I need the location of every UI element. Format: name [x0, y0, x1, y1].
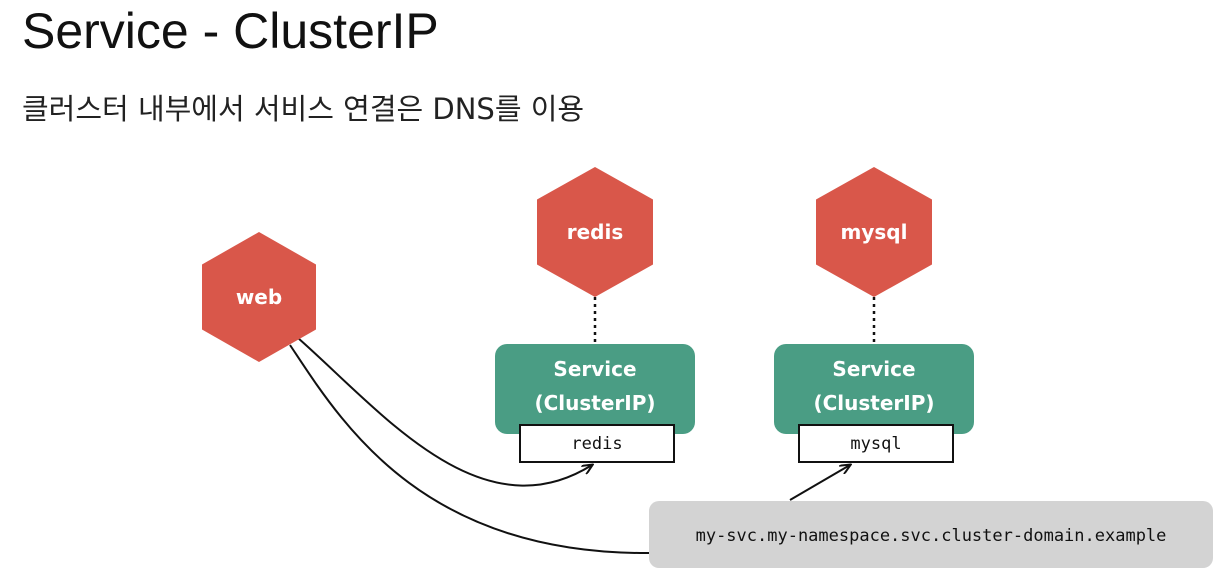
dns-name-box: my-svc.my-namespace.svc.cluster-domain.e…: [649, 501, 1213, 568]
redis-service-name-box: [519, 424, 675, 463]
redis-service-label-line2: (ClusterIP): [534, 391, 655, 415]
slide-subtitle: 클러스터 내부에서 서비스 연결은 DNS를 이용: [22, 92, 585, 126]
redis-pod-hexagon: [537, 167, 653, 297]
mysql-service-box: [774, 344, 974, 434]
dns-name: my-svc.my-namespace.svc.cluster-domain.e…: [696, 526, 1167, 546]
mysql-service-name-box: [798, 424, 954, 463]
dns-name-box-background: [649, 501, 1213, 568]
mysql-service-label-line1: Service: [832, 357, 915, 381]
mysql-pod: mysql: [816, 167, 932, 297]
redis-service-name: redis: [571, 434, 622, 454]
redis-service-box: [495, 344, 695, 434]
redis-pod-label: redis: [567, 220, 624, 244]
mysql-pod-label: mysql: [841, 220, 908, 244]
mysql-service: Service (ClusterIP) mysql: [774, 344, 974, 463]
mysql-pod-hexagon: [816, 167, 932, 297]
redis-service-label-line1: Service: [553, 357, 636, 381]
web-to-dns-connector: [289, 344, 651, 555]
redis-pod: redis: [537, 167, 653, 297]
web-pod-hexagon: [202, 232, 316, 362]
web-to-redis-connector: [297, 337, 592, 487]
web-pod: web: [202, 232, 316, 362]
redis-service: Service (ClusterIP) redis: [495, 344, 695, 463]
slide-title: Service - ClusterIP: [22, 3, 439, 59]
mysql-service-label-line2: (ClusterIP): [813, 391, 934, 415]
web-pod-label: web: [236, 285, 282, 309]
dns-to-mysql-connector: [789, 465, 850, 501]
mysql-service-name: mysql: [850, 434, 901, 454]
